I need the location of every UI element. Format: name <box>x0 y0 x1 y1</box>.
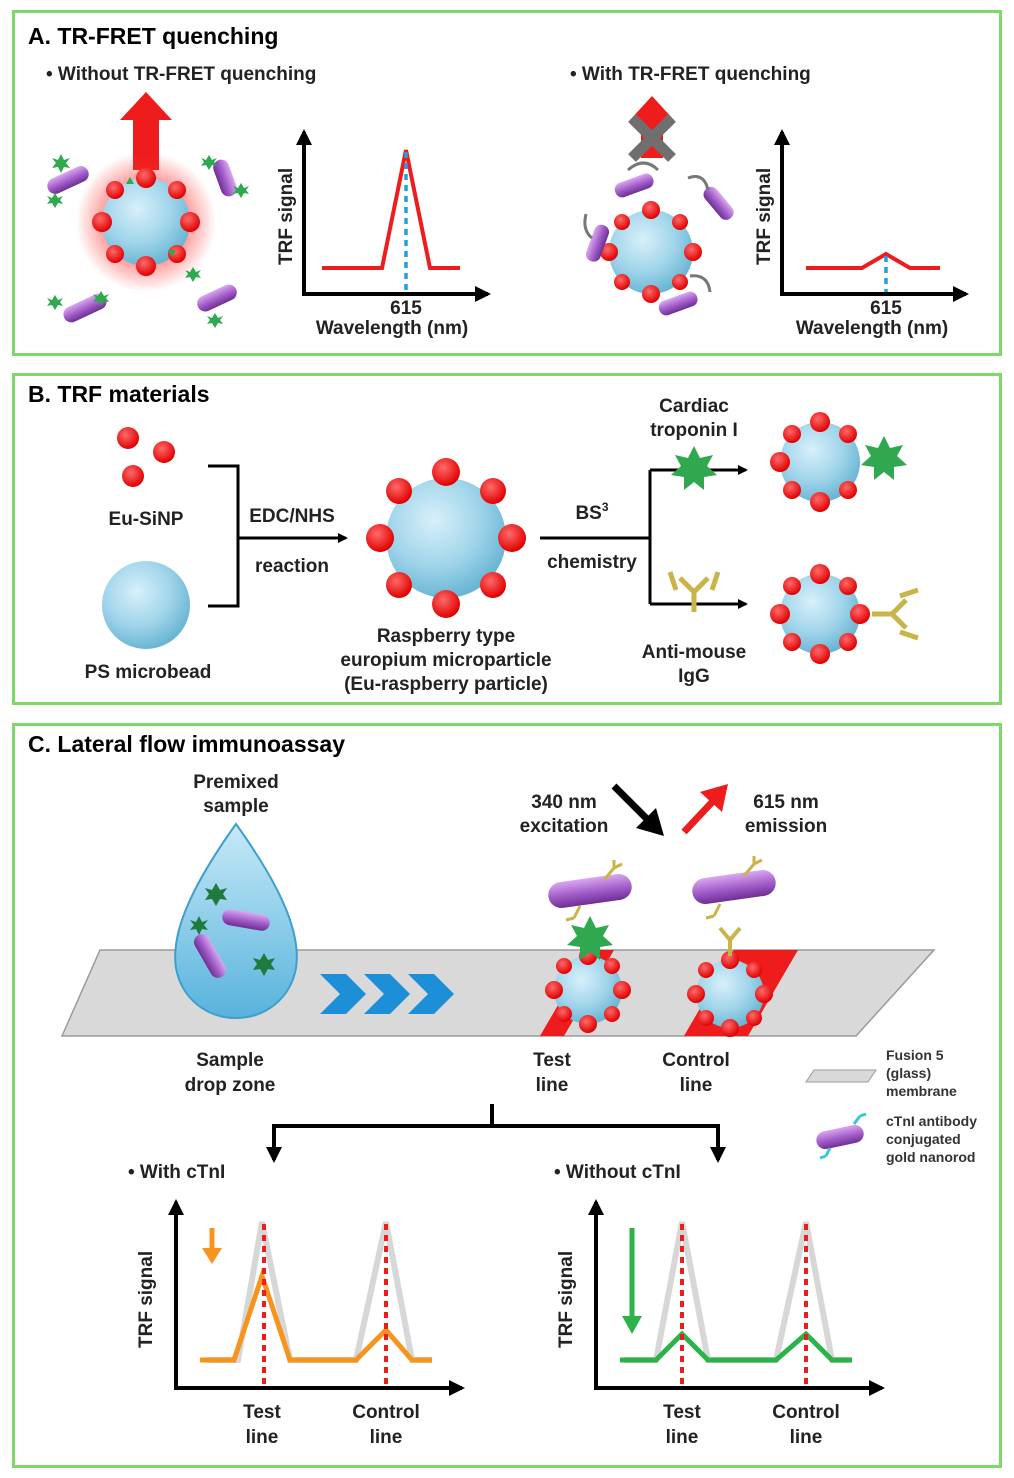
excitation-label-2: excitation <box>520 816 609 837</box>
legend-rod-2: conjugated <box>886 1131 961 1147</box>
glowing-raspberry-particle <box>76 152 216 292</box>
chart-a-right-xtick: 615 <box>870 298 902 319</box>
spectrum-line-low <box>806 251 940 270</box>
test-line-complex <box>545 860 632 1033</box>
eu-sinp-icon <box>117 427 175 487</box>
panel-b-trf-materials <box>12 373 1002 705</box>
panel-a-title: A. TR-FRET quenching <box>28 23 278 49</box>
test-line-label-2: line <box>536 1075 569 1096</box>
antimouse-label-1: Anti-mouse <box>642 642 747 663</box>
chart-a-left-ylabel: TRF signal <box>276 168 297 265</box>
chart-c-left-xtest-2: line <box>246 1427 279 1448</box>
chart-with-ctni: TRF signal Test line Control line <box>136 1199 465 1448</box>
cardiac-label-1: Cardiac <box>659 396 729 417</box>
signal-line-with-ctni <box>200 1268 432 1363</box>
control-line-complex <box>687 856 776 1037</box>
chart-c-left-xcontrol-2: line <box>370 1427 403 1448</box>
chart-c-right-xcontrol-2: line <box>790 1427 823 1448</box>
decrease-arrow-icon <box>202 1248 222 1264</box>
with-ctni-label: • With cTnI <box>128 1162 225 1183</box>
chart-c-left-xcontrol-1: Control <box>352 1402 420 1423</box>
raspberry-label-1: Raspberry type <box>377 626 515 647</box>
flow-direction-chevrons-icon <box>320 974 454 1014</box>
test-line-label-1: Test <box>533 1050 571 1071</box>
merge-bracket <box>208 464 240 608</box>
bs3-label: BS3 <box>575 500 608 524</box>
chart-a-left-xlabel: Wavelength (nm) <box>316 318 468 339</box>
chart-c-left-xtest-1: Test <box>243 1402 281 1423</box>
legend-fusion-1: Fusion 5 <box>886 1047 944 1063</box>
ps-microbead-label: PS microbead <box>85 662 212 683</box>
result-split-arrows <box>266 1104 726 1163</box>
chart-c-right-xcontrol-1: Control <box>772 1402 840 1423</box>
panel-c-title: C. Lateral flow immunoassay <box>28 731 345 757</box>
emission-arrow-icon <box>681 795 719 835</box>
igg-antibody-icon <box>667 571 721 612</box>
chemistry-label: chemistry <box>547 552 637 573</box>
chart-c-right-ylabel: TRF signal <box>556 1251 577 1348</box>
control-line-label-2: line <box>680 1075 713 1096</box>
edc-nhs-label: EDC/NHS <box>249 506 335 527</box>
excitation-label-1: 340 nm <box>531 792 596 813</box>
free-gold-nanorod-icon <box>47 154 89 208</box>
chart-a-right-xlabel: Wavelength (nm) <box>796 318 948 339</box>
igg-conjugated-particle <box>770 564 919 664</box>
chart-c-right-xtest-1: Test <box>663 1402 701 1423</box>
chart-a-right-ylabel: TRF signal <box>754 168 775 265</box>
troponin-conjugated-particle <box>770 412 907 512</box>
legend-fusion-3: membrane <box>886 1083 957 1099</box>
with-quenching-label: • With TR-FRET quenching <box>570 64 811 85</box>
ps-microbead-icon <box>102 561 190 649</box>
drop-zone-label-1: Sample <box>196 1050 264 1071</box>
quenched-raspberry-particle <box>583 161 734 316</box>
free-gold-nanorod-icon <box>201 155 249 198</box>
chart-c-left-ylabel: TRF signal <box>136 1251 157 1348</box>
raspberry-label-2: europium microparticle <box>340 650 551 671</box>
panel-b-title: B. TRF materials <box>28 381 210 407</box>
control-line-label-1: Control <box>662 1050 730 1071</box>
chart-without-ctni: TRF signal Test line Control line <box>556 1199 885 1448</box>
raspberry-label-3: (Eu-raspberry particle) <box>344 674 548 695</box>
reaction-label: reaction <box>255 556 329 577</box>
emission-label-2: emission <box>745 816 827 837</box>
premixed-label-1: Premixed <box>193 772 279 793</box>
without-ctni-label: • Without cTnI <box>554 1162 681 1183</box>
panel-a-tr-fret-quenching <box>12 10 1002 356</box>
cardiac-label-2: troponin I <box>650 420 738 441</box>
antimouse-label-2: IgG <box>678 666 710 687</box>
legend-rod-1: cTnI antibody <box>886 1113 977 1129</box>
large-decrease-arrow-icon <box>622 1316 642 1334</box>
sample-droplet-icon <box>174 822 298 1020</box>
chart-a-left-xtick: 615 <box>390 298 422 319</box>
chart-no-quenching: TRF signal 615 Wavelength (nm) <box>276 129 491 339</box>
emission-label-1: 615 nm <box>753 792 818 813</box>
excitation-arrow-icon <box>611 783 653 825</box>
premixed-label-2: sample <box>203 796 268 817</box>
signal-line-without-ctni <box>620 1330 852 1363</box>
blocked-emission-arrow-icon <box>628 96 676 162</box>
legend-membrane-icon <box>805 1069 877 1083</box>
free-gold-nanorod-icon <box>47 291 109 323</box>
without-quenching-label: • Without TR-FRET quenching <box>46 64 316 85</box>
legend-rod-3: gold nanorod <box>886 1149 975 1165</box>
panel-c-lateral-flow-immunoassay <box>12 723 1002 1468</box>
raspberry-particle-icon <box>366 458 526 618</box>
eu-sinp-label: Eu-SiNP <box>109 509 184 530</box>
legend-fusion-2: (glass) <box>886 1065 931 1081</box>
chart-c-right-xtest-2: line <box>666 1427 699 1448</box>
chart-with-quenching: TRF signal 615 Wavelength (nm) <box>754 129 969 339</box>
spectrum-line-high <box>322 149 460 270</box>
drop-zone-label-2: drop zone <box>185 1075 276 1096</box>
free-gold-nanorod-icon <box>185 267 237 328</box>
troponin-antigen-icon <box>671 446 717 490</box>
legend-gold-nanorod-icon <box>816 1112 867 1160</box>
